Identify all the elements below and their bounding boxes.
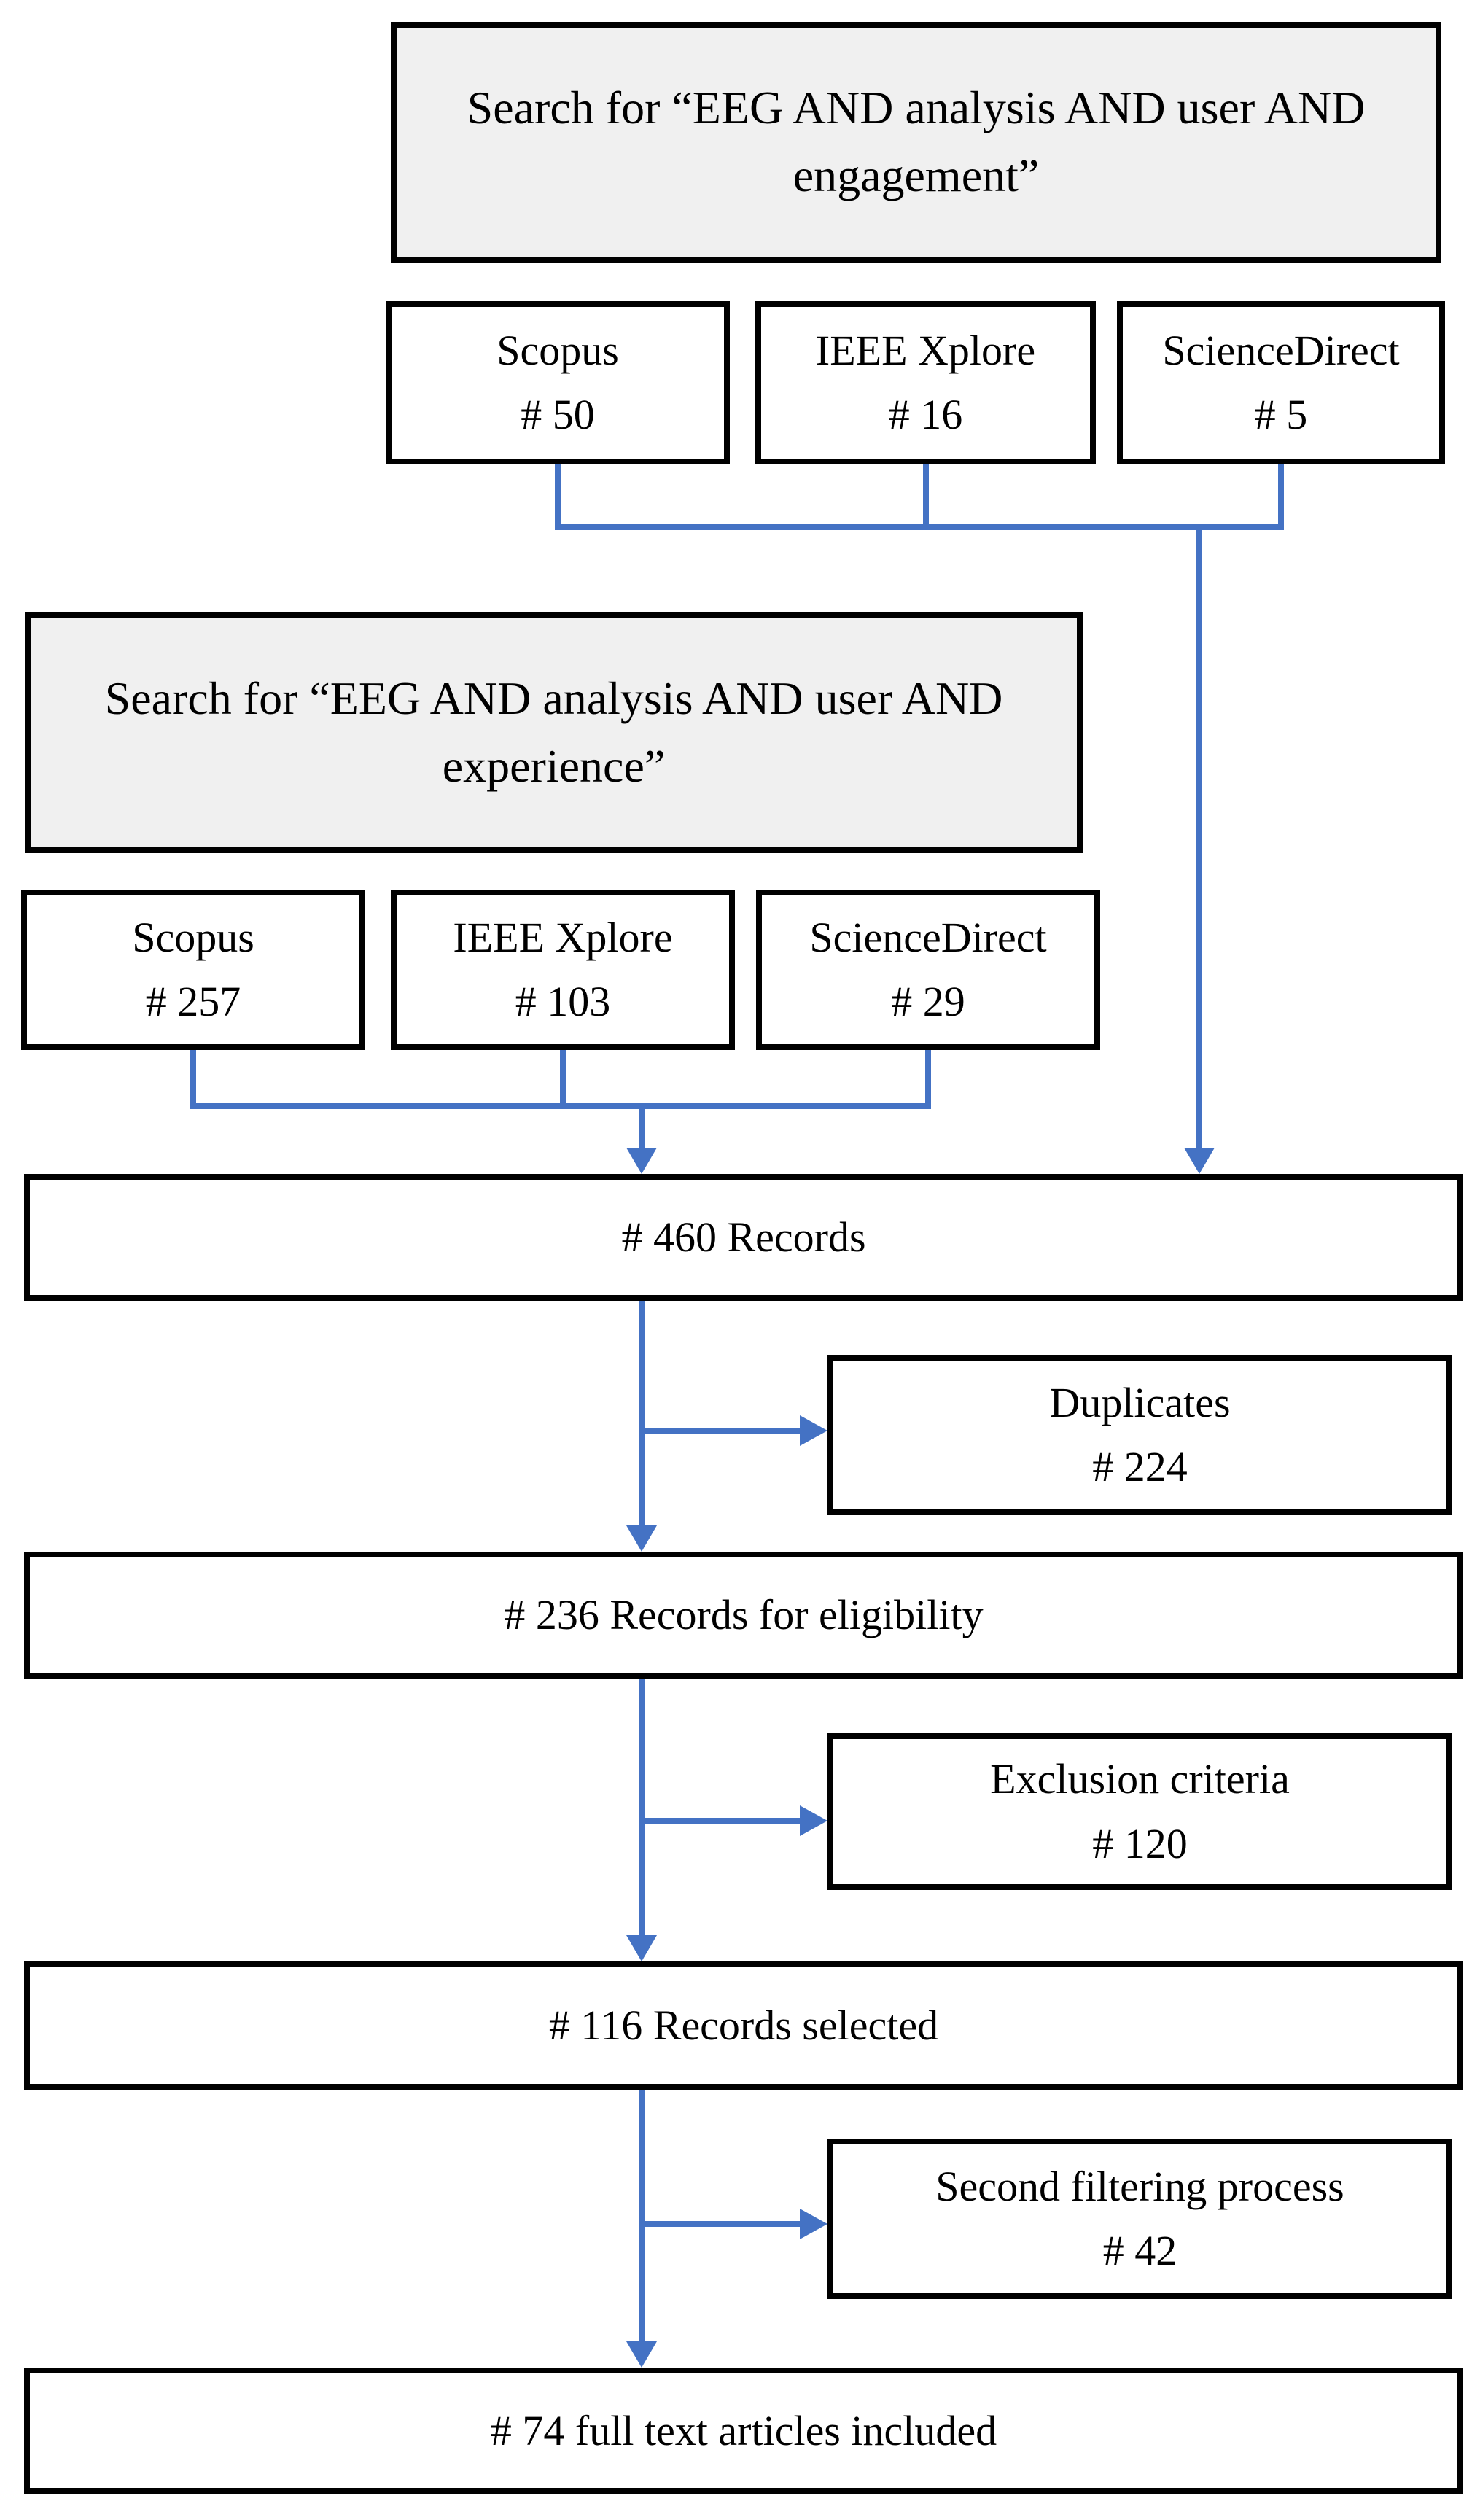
full-text-included-box: # 74 full text articles included xyxy=(24,2368,1463,2494)
second-filtering-count: # 42 xyxy=(1102,2227,1177,2274)
records-selected-box: # 116 Records selected xyxy=(24,1961,1463,2090)
connector-spine-3 xyxy=(639,2090,645,2341)
records-selected-label: # 116 Records selected xyxy=(548,2002,939,2050)
records-eligibility-box: # 236 Records for eligibility xyxy=(24,1552,1463,1679)
records-eligibility-label: # 236 Records for eligibility xyxy=(504,1591,984,1639)
search-engagement-label: Search for “EEG AND analysis AND user AN… xyxy=(467,82,1366,201)
connector-branch-second-filtering xyxy=(639,2221,800,2227)
connector-g2-stub-ieee xyxy=(560,1050,566,1109)
source-name: IEEE Xplore xyxy=(453,913,673,961)
exclusion-title: Exclusion criteria xyxy=(990,1755,1290,1803)
connector-g1-stub-scopus xyxy=(555,464,561,530)
duplicates-count: # 224 xyxy=(1092,1443,1188,1490)
connector-g1-arrowhead xyxy=(1184,1148,1215,1174)
source-name: ScienceDirect xyxy=(809,913,1047,961)
source-name: Scopus xyxy=(132,913,254,961)
connector-g2-merge-line xyxy=(190,1103,931,1109)
records-total-label: # 460 Records xyxy=(621,1213,866,1261)
connector-spine-3-arrowhead xyxy=(626,2341,657,2368)
source-count: # 103 xyxy=(515,978,611,1025)
search-engagement-box: Search for “EEG AND analysis AND user AN… xyxy=(391,22,1441,262)
second-filtering-box: Second filtering process # 42 xyxy=(827,2139,1452,2299)
source-count: # 50 xyxy=(521,391,595,438)
source-scopus-experience-box: Scopus # 257 xyxy=(21,890,365,1050)
exclusion-criteria-box: Exclusion criteria # 120 xyxy=(827,1733,1452,1890)
connector-g1-stub-ieee xyxy=(923,464,929,530)
connector-g1-stub-sciencedirect xyxy=(1278,464,1284,530)
exclusion-count: # 120 xyxy=(1092,1819,1188,1867)
source-ieee-experience-box: IEEE Xplore # 103 xyxy=(391,890,735,1050)
search-experience-label: Search for “EEG AND analysis AND user AN… xyxy=(104,672,1003,792)
connector-spine-1-arrowhead xyxy=(626,1525,657,1552)
connector-g1-drop-line xyxy=(1196,524,1202,1149)
source-count: # 16 xyxy=(888,391,963,438)
connector-g1-merge-line xyxy=(555,524,1284,530)
connector-spine-1 xyxy=(639,1301,645,1528)
connector-branch-duplicates xyxy=(639,1428,800,1434)
full-text-included-label: # 74 full text articles included xyxy=(490,2406,997,2454)
connector-spine-2-arrowhead xyxy=(626,1935,657,1961)
source-scopus-engagement-box: Scopus # 50 xyxy=(386,301,730,464)
source-sciencedirect-experience-box: ScienceDirect # 29 xyxy=(756,890,1100,1050)
connector-branch-second-filtering-arrowhead xyxy=(800,2209,827,2239)
connector-branch-duplicates-arrowhead xyxy=(800,1415,827,1446)
source-name: ScienceDirect xyxy=(1162,326,1400,374)
duplicates-box: Duplicates # 224 xyxy=(827,1355,1452,1515)
connector-g2-stub-scopus xyxy=(190,1050,196,1109)
source-name: Scopus xyxy=(496,326,619,374)
source-count: # 5 xyxy=(1254,391,1308,438)
connector-g2-stub-sciencedirect xyxy=(925,1050,931,1109)
connector-g2-drop-line xyxy=(639,1103,645,1149)
connector-spine-2 xyxy=(639,1679,645,1937)
connector-branch-exclusion-arrowhead xyxy=(800,1805,827,1836)
source-ieee-engagement-box: IEEE Xplore # 16 xyxy=(755,301,1096,464)
source-count: # 257 xyxy=(145,978,241,1025)
source-count: # 29 xyxy=(891,978,965,1025)
source-name: IEEE Xplore xyxy=(815,326,1036,374)
second-filtering-title: Second filtering process xyxy=(935,2162,1344,2210)
connector-branch-exclusion xyxy=(639,1818,800,1824)
source-sciencedirect-engagement-box: ScienceDirect # 5 xyxy=(1117,301,1445,464)
connector-g2-arrowhead xyxy=(626,1148,657,1174)
records-total-box: # 460 Records xyxy=(24,1174,1463,1301)
search-experience-box: Search for “EEG AND analysis AND user AN… xyxy=(25,612,1083,853)
duplicates-title: Duplicates xyxy=(1049,1378,1231,1426)
